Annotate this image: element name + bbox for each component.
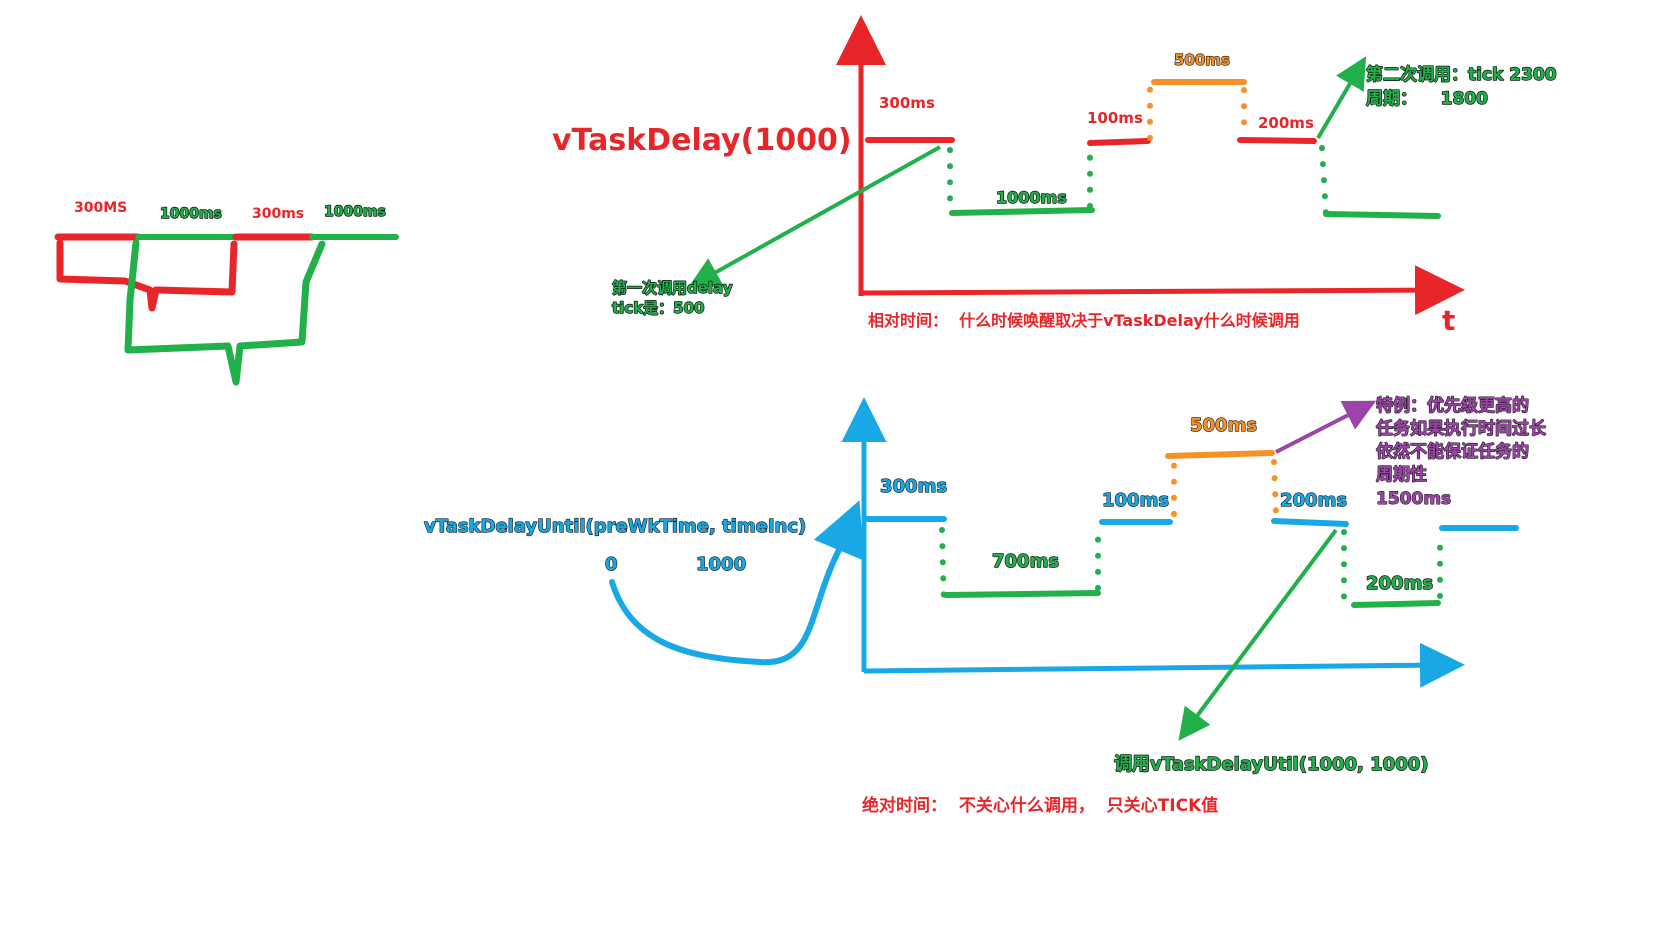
absolute-wait-200 xyxy=(1351,600,1441,608)
relative-label-500ms: 500ms xyxy=(1174,51,1230,69)
relative-label-200ms: 200ms xyxy=(1258,114,1314,132)
sketch-label-300ms-a: 300MS xyxy=(74,200,127,216)
special-case-line-3: 依然不能保证任务的 xyxy=(1376,441,1529,462)
special-case-line-1: 特例：优先级更高的 xyxy=(1376,395,1529,416)
relative-x-axis xyxy=(860,265,1465,316)
relative-title: vTaskDelay(1000) xyxy=(552,123,852,158)
absolute-label-700ms: 700ms xyxy=(992,551,1059,572)
sketch-red-loop xyxy=(56,239,238,312)
relative-axis-label-t: t xyxy=(1442,304,1455,337)
absolute-drop-2 xyxy=(1271,459,1279,517)
first-call-line-2: tick是：500 xyxy=(612,299,705,317)
relative-caption: 相对时间： 什么时候唤醒取决于vTaskDelay什么时候调用 xyxy=(868,311,1300,330)
call-note: 调用vTaskDelayUtil(1000, 1000) xyxy=(1114,754,1428,775)
absolute-x-axis xyxy=(863,642,1465,688)
second-call-line-1: 第二次调用：tick 2300 xyxy=(1366,64,1557,85)
relative-run-200 xyxy=(1237,137,1317,144)
call-note-arrow xyxy=(1178,528,1338,741)
absolute-label-300ms: 300ms xyxy=(880,476,947,497)
absolute-run-200 xyxy=(1271,518,1349,527)
special-case-line-5: 1500ms xyxy=(1376,489,1451,509)
absolute-diagram: vTaskDelayUntil(preWkTime, timeInc) 0 10… xyxy=(423,394,1547,817)
blue-curve-arrow xyxy=(609,500,864,666)
second-call-line-2: 周期： 1800 xyxy=(1366,89,1488,109)
absolute-param-1000: 1000 xyxy=(696,554,746,575)
relative-wait-1000 xyxy=(949,207,1095,216)
relative-run-100 xyxy=(1087,138,1151,146)
absolute-title: vTaskDelayUntil(preWkTime, timeInc) xyxy=(424,516,806,537)
sketch-label-300ms-b: 300ms xyxy=(252,206,304,222)
first-call-line-1: 第一次调用delay xyxy=(612,279,733,297)
special-case-line-4: 周期性 xyxy=(1376,464,1427,485)
relative-label-1000ms: 1000ms xyxy=(996,188,1067,207)
sketch-timeline: 300MS 1000ms 300ms 1000ms xyxy=(54,199,399,386)
relative-label-300ms: 300ms xyxy=(879,94,935,112)
absolute-label-500ms: 500ms xyxy=(1190,415,1257,436)
absolute-param-0: 0 xyxy=(605,554,618,575)
sketch-label-1000ms-a: 1000ms xyxy=(160,206,222,222)
special-case-arrow xyxy=(1275,400,1377,454)
absolute-label-200ms-b: 200ms xyxy=(1366,573,1433,594)
special-case-line-2: 任务如果执行时间过长 xyxy=(1375,418,1547,439)
first-call-arrow xyxy=(688,145,941,288)
second-call-arrow xyxy=(1316,56,1367,140)
absolute-label-200ms-a: 200ms xyxy=(1280,490,1347,511)
relative-wait-2 xyxy=(1323,211,1441,219)
sketch-green-loop xyxy=(124,239,326,386)
absolute-label-100ms: 100ms xyxy=(1102,490,1169,511)
relative-diagram: vTaskDelay(1000) 300ms 1000ms 100ms 500m… xyxy=(551,15,1557,339)
absolute-caption: 绝对时间： 不关心什么调用， 只关心TICK值 xyxy=(862,795,1218,816)
relative-drop-3 xyxy=(1319,145,1329,217)
sketch-label-1000ms-b: 1000ms xyxy=(324,204,386,220)
absolute-wait-700 xyxy=(943,590,1101,598)
absolute-run-500 xyxy=(1165,450,1275,459)
relative-label-100ms: 100ms xyxy=(1087,109,1143,127)
